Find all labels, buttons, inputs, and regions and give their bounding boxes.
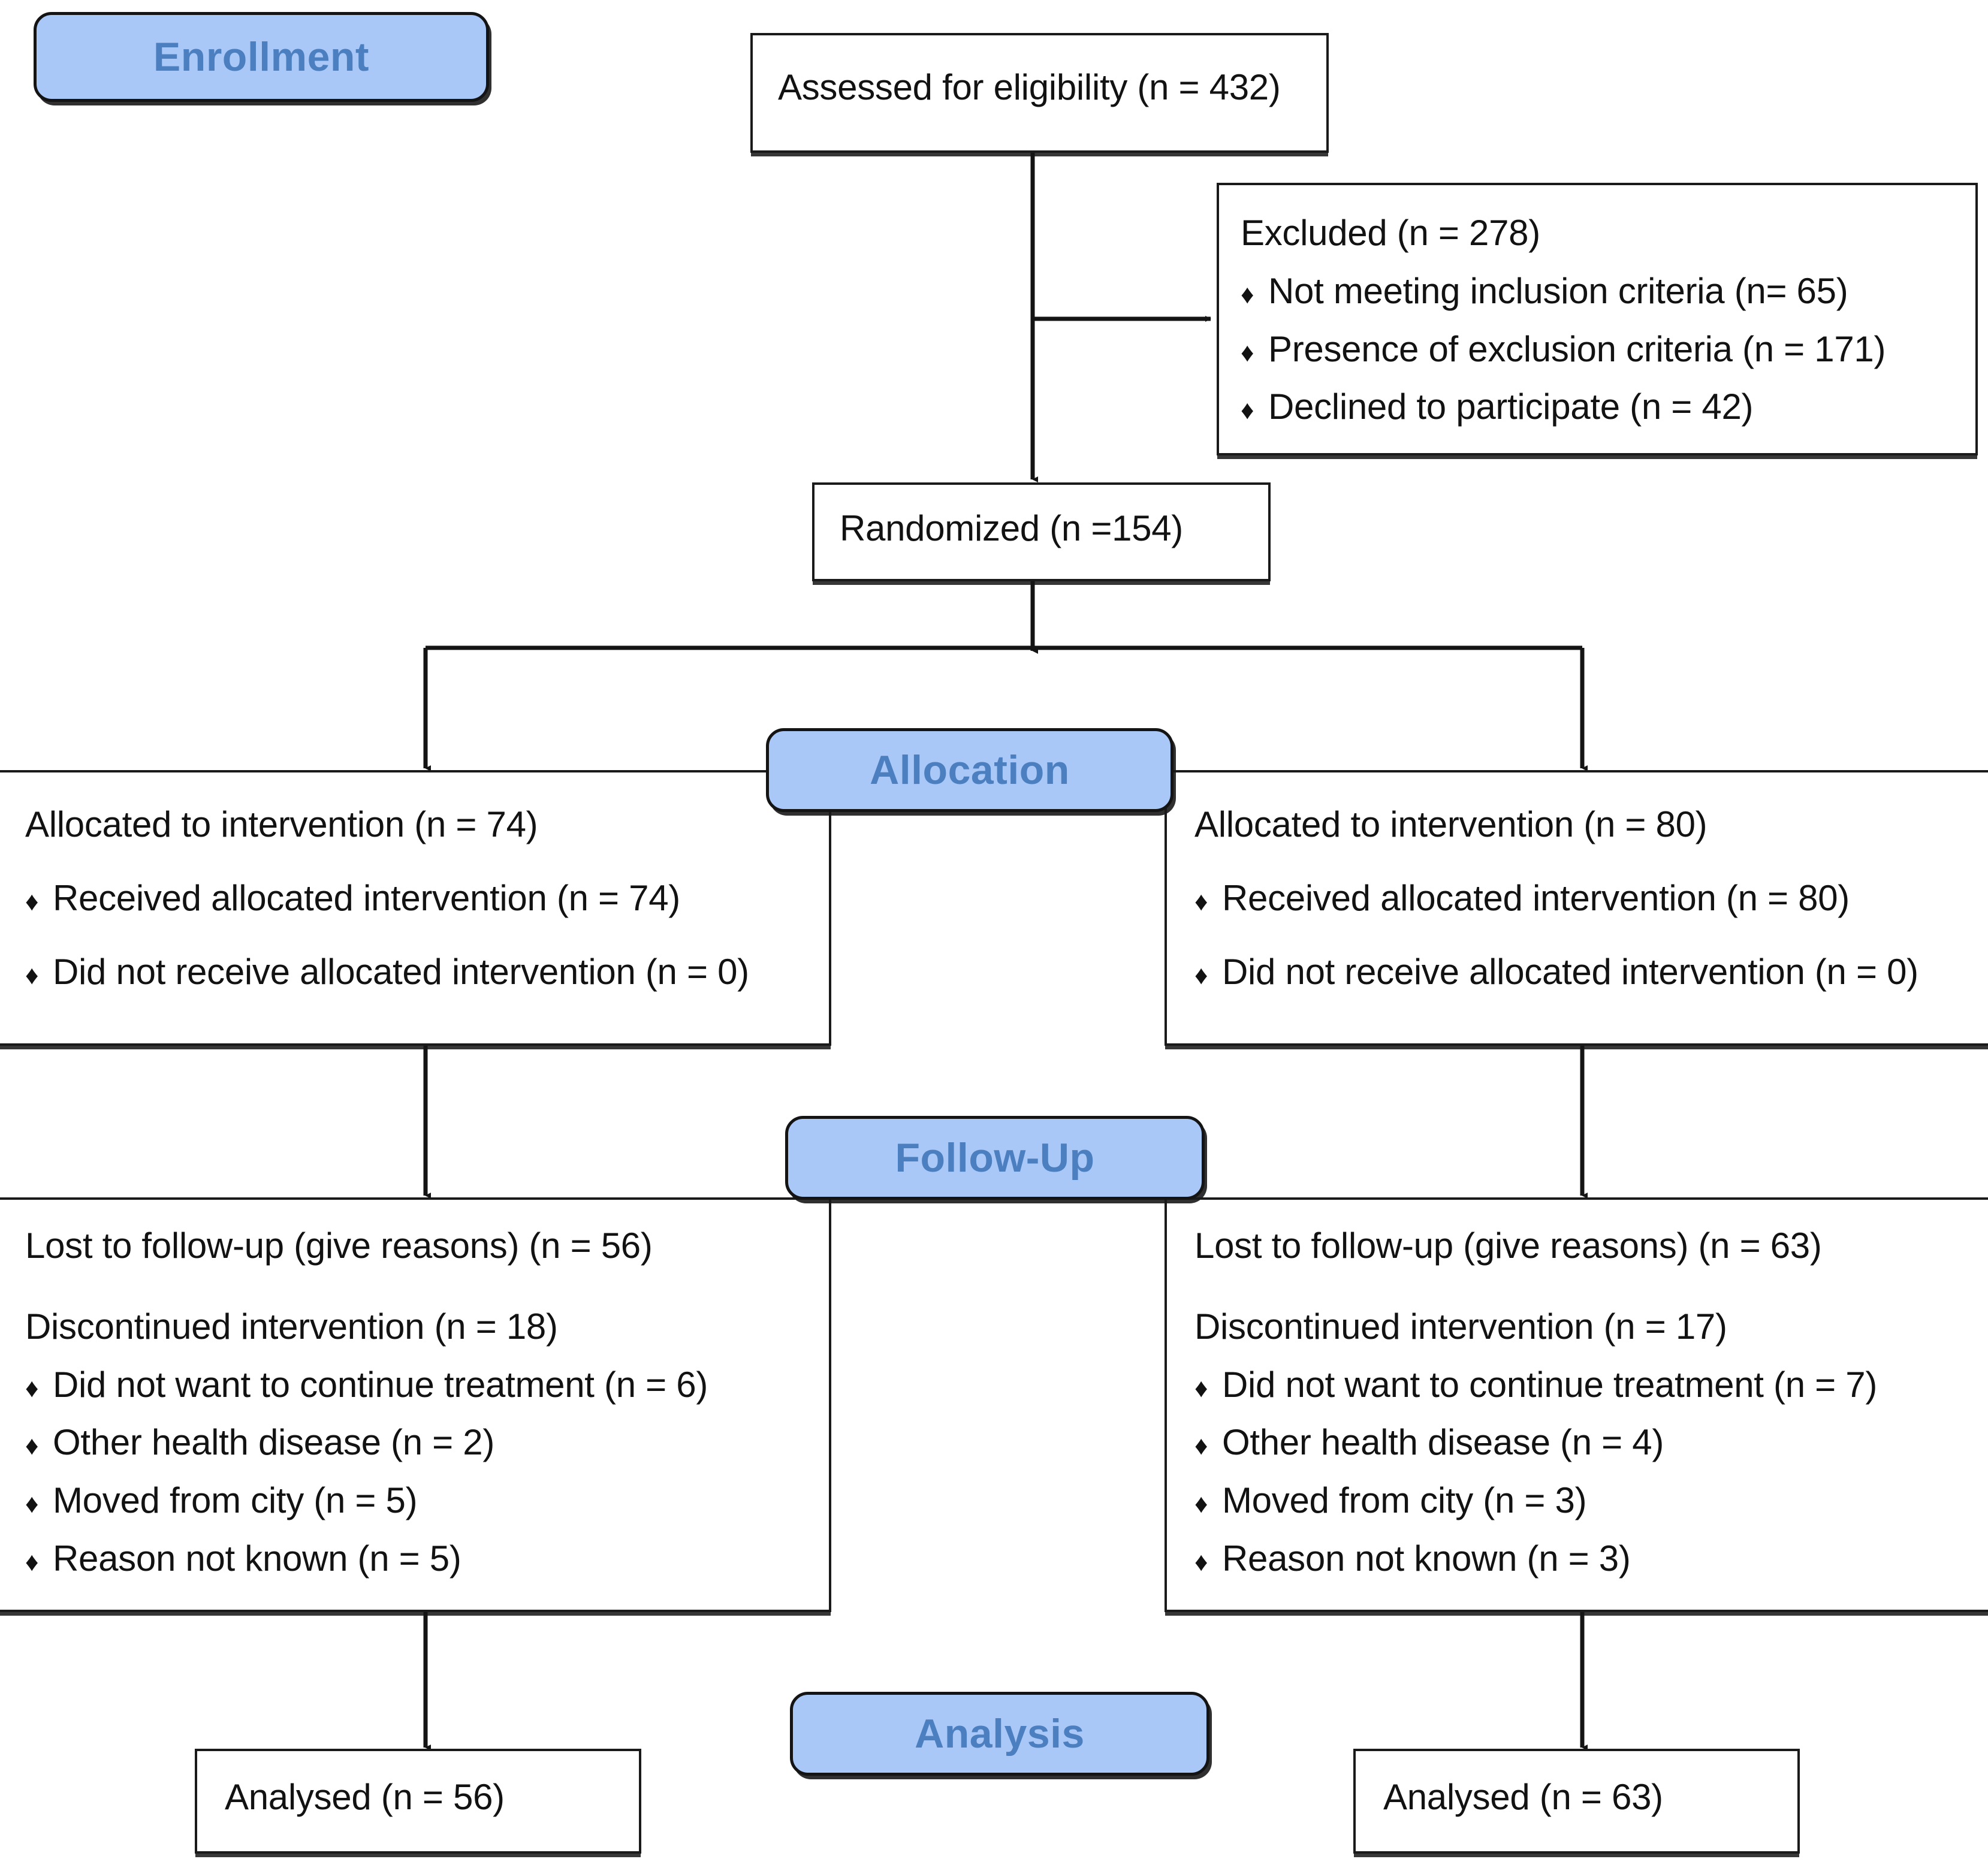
allocation-left-item-2-label: Did not receive allocated intervention (… <box>53 951 749 992</box>
box-excluded: Excluded (n = 278) ♦ Not meeting inclusi… <box>1217 183 1978 455</box>
excluded-reason-1-label: Not meeting inclusion criteria (n= 65) <box>1268 270 1848 311</box>
excluded-reason-3-label: Declined to participate (n = 42) <box>1268 387 1754 427</box>
bullet-icon: ♦ <box>1194 1547 1208 1577</box>
excluded-reason-2-label: Presence of exclusion criteria (n = 171) <box>1268 328 1886 369</box>
bullet-icon: ♦ <box>25 1489 39 1519</box>
followup-right-reason-1: ♦ Did not want to continue treatment (n … <box>1194 1364 1977 1407</box>
allocation-left-item-1-label: Received allocated intervention (n = 74) <box>53 877 680 918</box>
followup-left-reason-3: ♦ Moved from city (n = 5) <box>25 1480 811 1522</box>
allocation-left-heading: Allocated to intervention (n = 74) <box>25 804 538 844</box>
followup-left-reason-2-label: Other health disease (n = 2) <box>53 1422 495 1463</box>
followup-right-reason-2: ♦ Other health disease (n = 4) <box>1194 1422 1977 1464</box>
stage-banner-enrollment: Enrollment <box>34 12 489 102</box>
followup-right-discontinued: Discontinued intervention (n = 17) <box>1194 1306 1727 1347</box>
followup-left-reason-1: ♦ Did not want to continue treatment (n … <box>25 1364 811 1407</box>
followup-left-reason-3-label: Moved from city (n = 5) <box>53 1480 418 1521</box>
bullet-icon: ♦ <box>1194 1489 1208 1519</box>
bullet-icon: ♦ <box>25 1547 39 1577</box>
box-followup-right: Lost to follow-up (give reasons) (n = 63… <box>1165 1197 1988 1612</box>
followup-right-reason-2-label: Other health disease (n = 4) <box>1222 1422 1664 1463</box>
allocation-right-item-2: ♦ Did not receive allocated intervention… <box>1194 951 1977 994</box>
allocation-right-item-1: ♦ Received allocated intervention (n = 8… <box>1194 877 1977 920</box>
stage-banner-analysis: Analysis <box>790 1692 1209 1776</box>
followup-left-reason-2: ♦ Other health disease (n = 2) <box>25 1422 811 1464</box>
followup-left-discontinued: Discontinued intervention (n = 18) <box>25 1306 558 1347</box>
randomized-text: Randomized (n =154) <box>840 508 1183 548</box>
followup-right-reason-3-label: Moved from city (n = 3) <box>1222 1480 1587 1521</box>
followup-right-lost: Lost to follow-up (give reasons) (n = 63… <box>1194 1226 1822 1266</box>
stage-banner-allocation: Allocation <box>766 728 1174 812</box>
bullet-icon: ♦ <box>25 960 39 990</box>
analysed-right-text: Analysed (n = 63) <box>1383 1777 1663 1817</box>
followup-left-reason-1-label: Did not want to continue treatment (n = … <box>53 1364 708 1405</box>
excluded-heading: Excluded (n = 278) <box>1241 213 1540 253</box>
bullet-icon: ♦ <box>1241 279 1254 309</box>
bullet-icon: ♦ <box>1194 1373 1208 1403</box>
box-randomized: Randomized (n =154) <box>812 482 1271 581</box>
box-analysed-right: Analysed (n = 63) <box>1353 1749 1800 1854</box>
box-allocation-left: Allocated to intervention (n = 74) ♦ Rec… <box>0 770 831 1046</box>
box-assessed-for-eligibility: Assessed for eligibility (n = 432) <box>750 33 1329 153</box>
bullet-icon: ♦ <box>25 1431 39 1461</box>
allocation-right-item-2-label: Did not receive allocated intervention (… <box>1222 951 1918 992</box>
analysed-left-text: Analysed (n = 56) <box>225 1777 505 1817</box>
followup-left-lost: Lost to follow-up (give reasons) (n = 56… <box>25 1226 653 1266</box>
allocation-right-heading: Allocated to intervention (n = 80) <box>1194 804 1708 844</box>
stage-label-enrollment: Enrollment <box>153 34 370 80</box>
allocation-right-item-1-label: Received allocated intervention (n = 80) <box>1222 877 1850 918</box>
assessed-text: Assessed for eligibility (n = 432) <box>778 67 1281 107</box>
excluded-reason-1: ♦ Not meeting inclusion criteria (n= 65) <box>1241 270 1957 313</box>
bullet-icon: ♦ <box>25 1373 39 1403</box>
bullet-icon: ♦ <box>1194 1431 1208 1461</box>
followup-right-reason-3: ♦ Moved from city (n = 3) <box>1194 1480 1977 1522</box>
stage-label-analysis: Analysis <box>915 1711 1085 1757</box>
excluded-reason-2: ♦ Presence of exclusion criteria (n = 17… <box>1241 328 1957 371</box>
allocation-left-item-2: ♦ Did not receive allocated intervention… <box>25 951 811 994</box>
allocation-left-item-1: ♦ Received allocated intervention (n = 7… <box>25 877 811 920</box>
followup-right-reason-4-label: Reason not known (n = 3) <box>1222 1538 1631 1579</box>
bullet-icon: ♦ <box>1241 337 1254 367</box>
box-analysed-left: Analysed (n = 56) <box>195 1749 641 1854</box>
bullet-icon: ♦ <box>25 886 39 916</box>
stage-label-followup: Follow-Up <box>895 1135 1095 1181</box>
stage-label-allocation: Allocation <box>870 747 1070 793</box>
followup-left-reason-4-label: Reason not known (n = 5) <box>53 1538 461 1579</box>
stage-banner-followup: Follow-Up <box>785 1116 1205 1200</box>
box-followup-left: Lost to follow-up (give reasons) (n = 56… <box>0 1197 831 1612</box>
bullet-icon: ♦ <box>1194 886 1208 916</box>
followup-right-reason-4: ♦ Reason not known (n = 3) <box>1194 1538 1977 1580</box>
box-allocation-right: Allocated to intervention (n = 80) ♦ Rec… <box>1165 770 1988 1046</box>
bullet-icon: ♦ <box>1241 396 1254 425</box>
bullet-icon: ♦ <box>1194 960 1208 990</box>
followup-left-reason-4: ♦ Reason not known (n = 5) <box>25 1538 811 1580</box>
excluded-reason-3: ♦ Declined to participate (n = 42) <box>1241 386 1957 428</box>
followup-right-reason-1-label: Did not want to continue treatment (n = … <box>1222 1364 1878 1405</box>
